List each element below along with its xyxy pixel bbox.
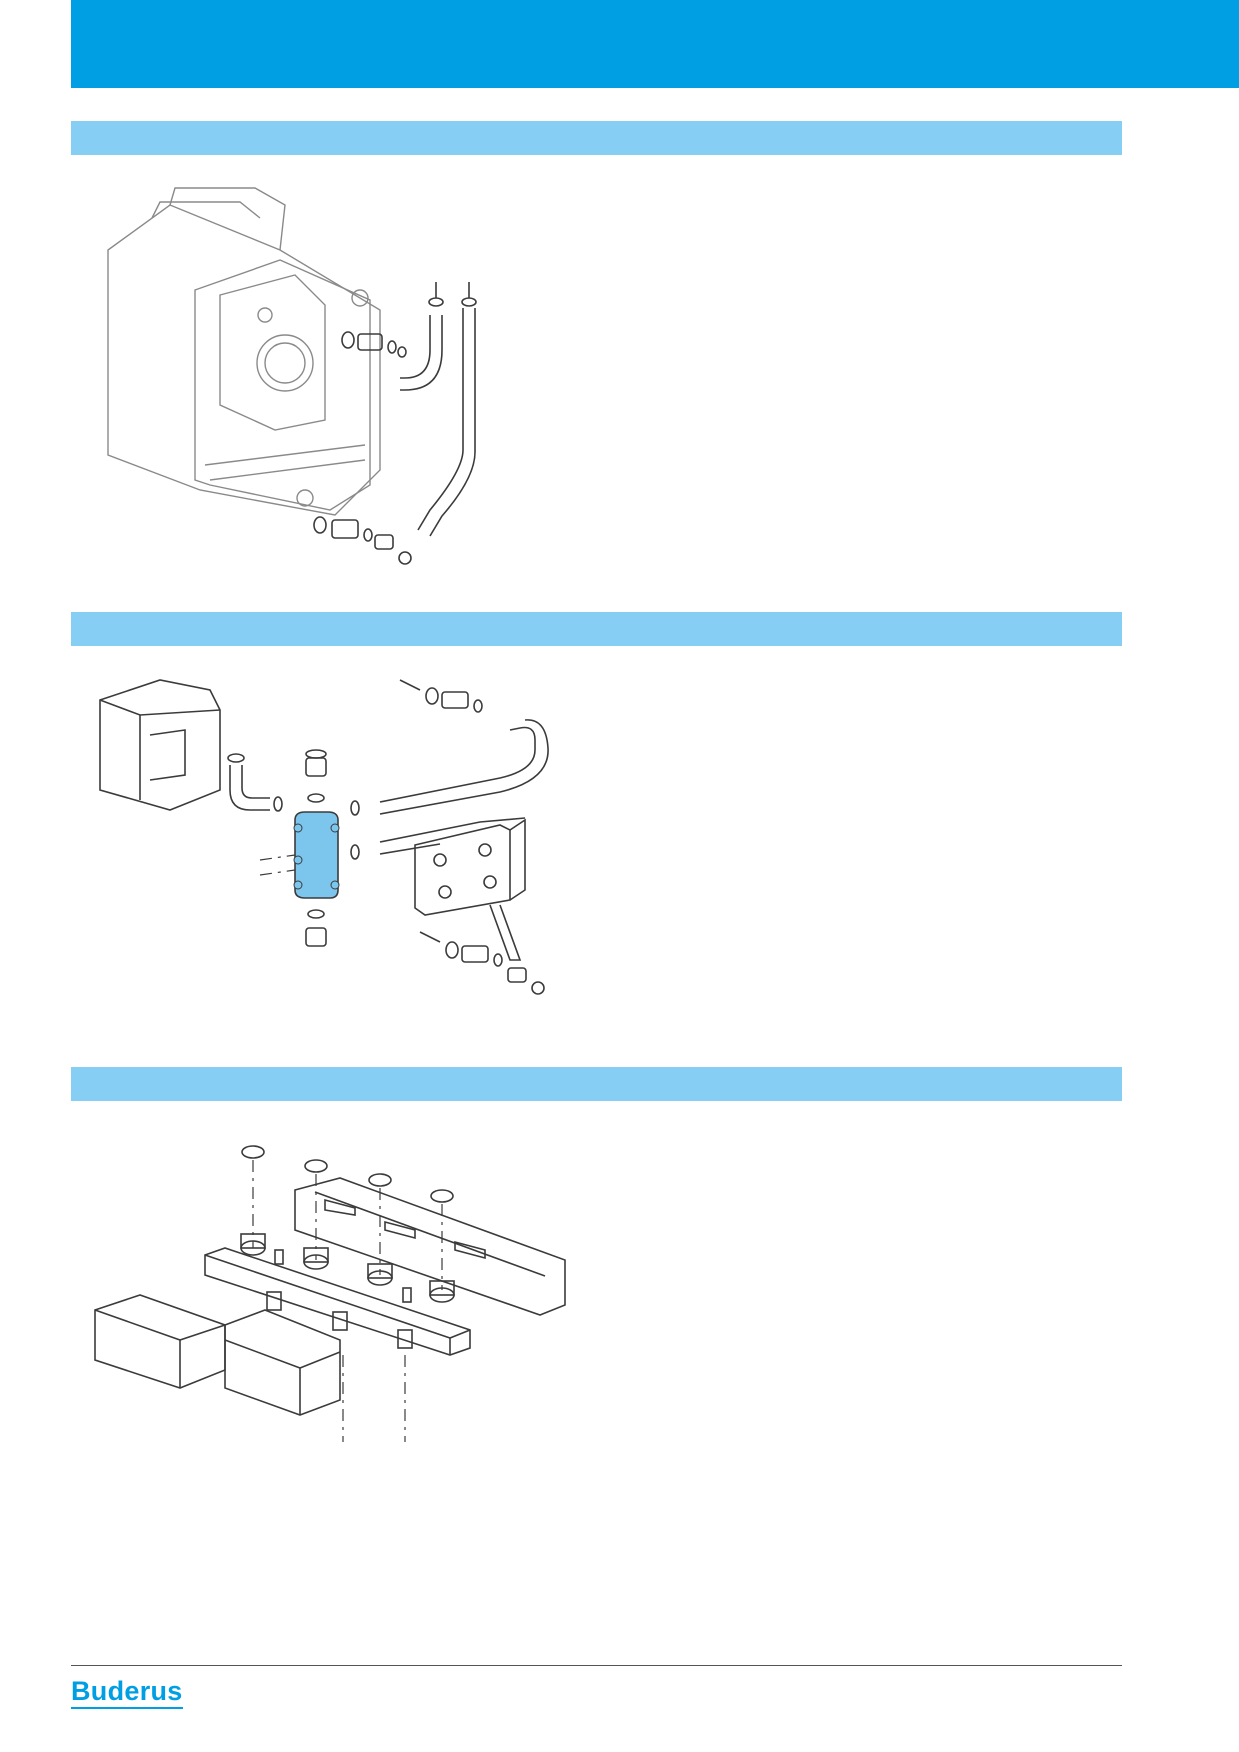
boiler-connection-exploded-drawing-icon [107,187,477,565]
section-bar-2 [71,612,1122,646]
manifold-illustration [85,1130,605,1450]
buderus-logo: Buderus [71,1678,183,1709]
boiler-connection-illustration [100,180,500,600]
section-bar-1 [71,121,1122,155]
logo-text: Buderus [71,1676,183,1706]
hydraulic-separator-illustration [80,670,600,1030]
footer-rule [71,1665,1122,1666]
top-banner [71,0,1239,88]
section-bar-3 [71,1067,1122,1101]
manifold-with-insulation-exploded-drawing-icon [94,1145,566,1442]
hydraulic-separator-exploded-drawing-icon [99,679,549,995]
